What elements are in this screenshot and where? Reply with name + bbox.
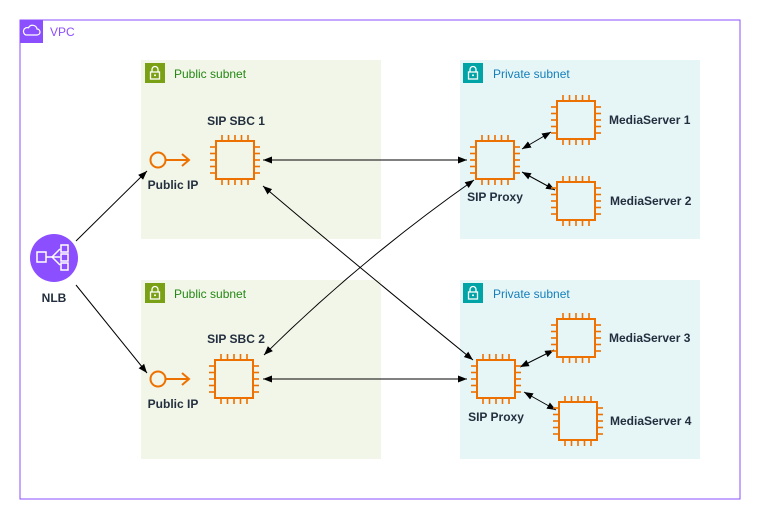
sip-proxy-2[interactable]: SIP Proxy	[468, 353, 524, 424]
cloud-lock-icon	[20, 20, 43, 43]
media-server-label: MediaServer 4	[610, 414, 692, 428]
private-subnet-2: Private subnet	[460, 280, 700, 459]
media-server-label: MediaServer 2	[610, 194, 692, 208]
padlock-icon	[144, 282, 166, 304]
media-server-label: MediaServer 3	[609, 331, 691, 345]
sbc-label: SIP SBC 1	[207, 114, 265, 128]
edge-proxy2-ms4	[523, 391, 557, 411]
proxy-label: SIP Proxy	[467, 190, 523, 204]
subnet-label: Public subnet	[174, 287, 247, 301]
edge-nlb-ip1	[75, 170, 148, 242]
public-ip-label: Public IP	[148, 397, 199, 411]
padlock-icon	[462, 62, 484, 84]
sbc-label: SIP SBC 2	[207, 332, 265, 346]
network-load-balancer-icon	[30, 234, 78, 282]
edge-proxy1-ms2	[521, 171, 556, 191]
media-server-4[interactable]: MediaServer 4	[552, 395, 692, 447]
public-ip-1[interactable]: Public IP	[148, 151, 199, 193]
edge-nlb-ip2	[75, 284, 148, 374]
public-ip-label: Public IP	[148, 178, 199, 192]
subnet-label: Private subnet	[493, 287, 570, 301]
sip-sbc-2[interactable]: SIP SBC 2	[207, 332, 265, 405]
private-subnet-1: Private subnet	[460, 60, 700, 239]
edge-proxy1-ms1	[521, 131, 552, 150]
subnet-label: Private subnet	[493, 67, 570, 81]
connections	[75, 131, 557, 411]
media-server-2[interactable]: MediaServer 2	[550, 175, 692, 227]
edge-proxy2-ms3	[519, 349, 555, 368]
public-subnet-1: Public subnet	[141, 60, 381, 239]
vpc-group: VPC	[19, 19, 741, 500]
proxy-label: SIP Proxy	[468, 410, 524, 424]
public-ip-2[interactable]: Public IP	[148, 370, 199, 412]
padlock-icon	[462, 282, 484, 304]
nlb-label: NLB	[42, 291, 67, 305]
media-server-3[interactable]: MediaServer 3	[550, 312, 691, 364]
edge-sbc2-proxy1	[263, 179, 475, 356]
vpc-label: VPC	[50, 25, 75, 39]
media-server-label: MediaServer 1	[609, 113, 691, 127]
nlb-node[interactable]: NLB	[30, 234, 78, 305]
sip-proxy-1[interactable]: SIP Proxy	[467, 134, 523, 204]
sip-sbc-1[interactable]: SIP SBC 1	[207, 114, 265, 186]
subnet-label: Public subnet	[174, 67, 247, 81]
media-server-1[interactable]: MediaServer 1	[550, 94, 691, 146]
padlock-icon	[144, 62, 166, 84]
public-subnet-2: Public subnet	[141, 280, 381, 459]
